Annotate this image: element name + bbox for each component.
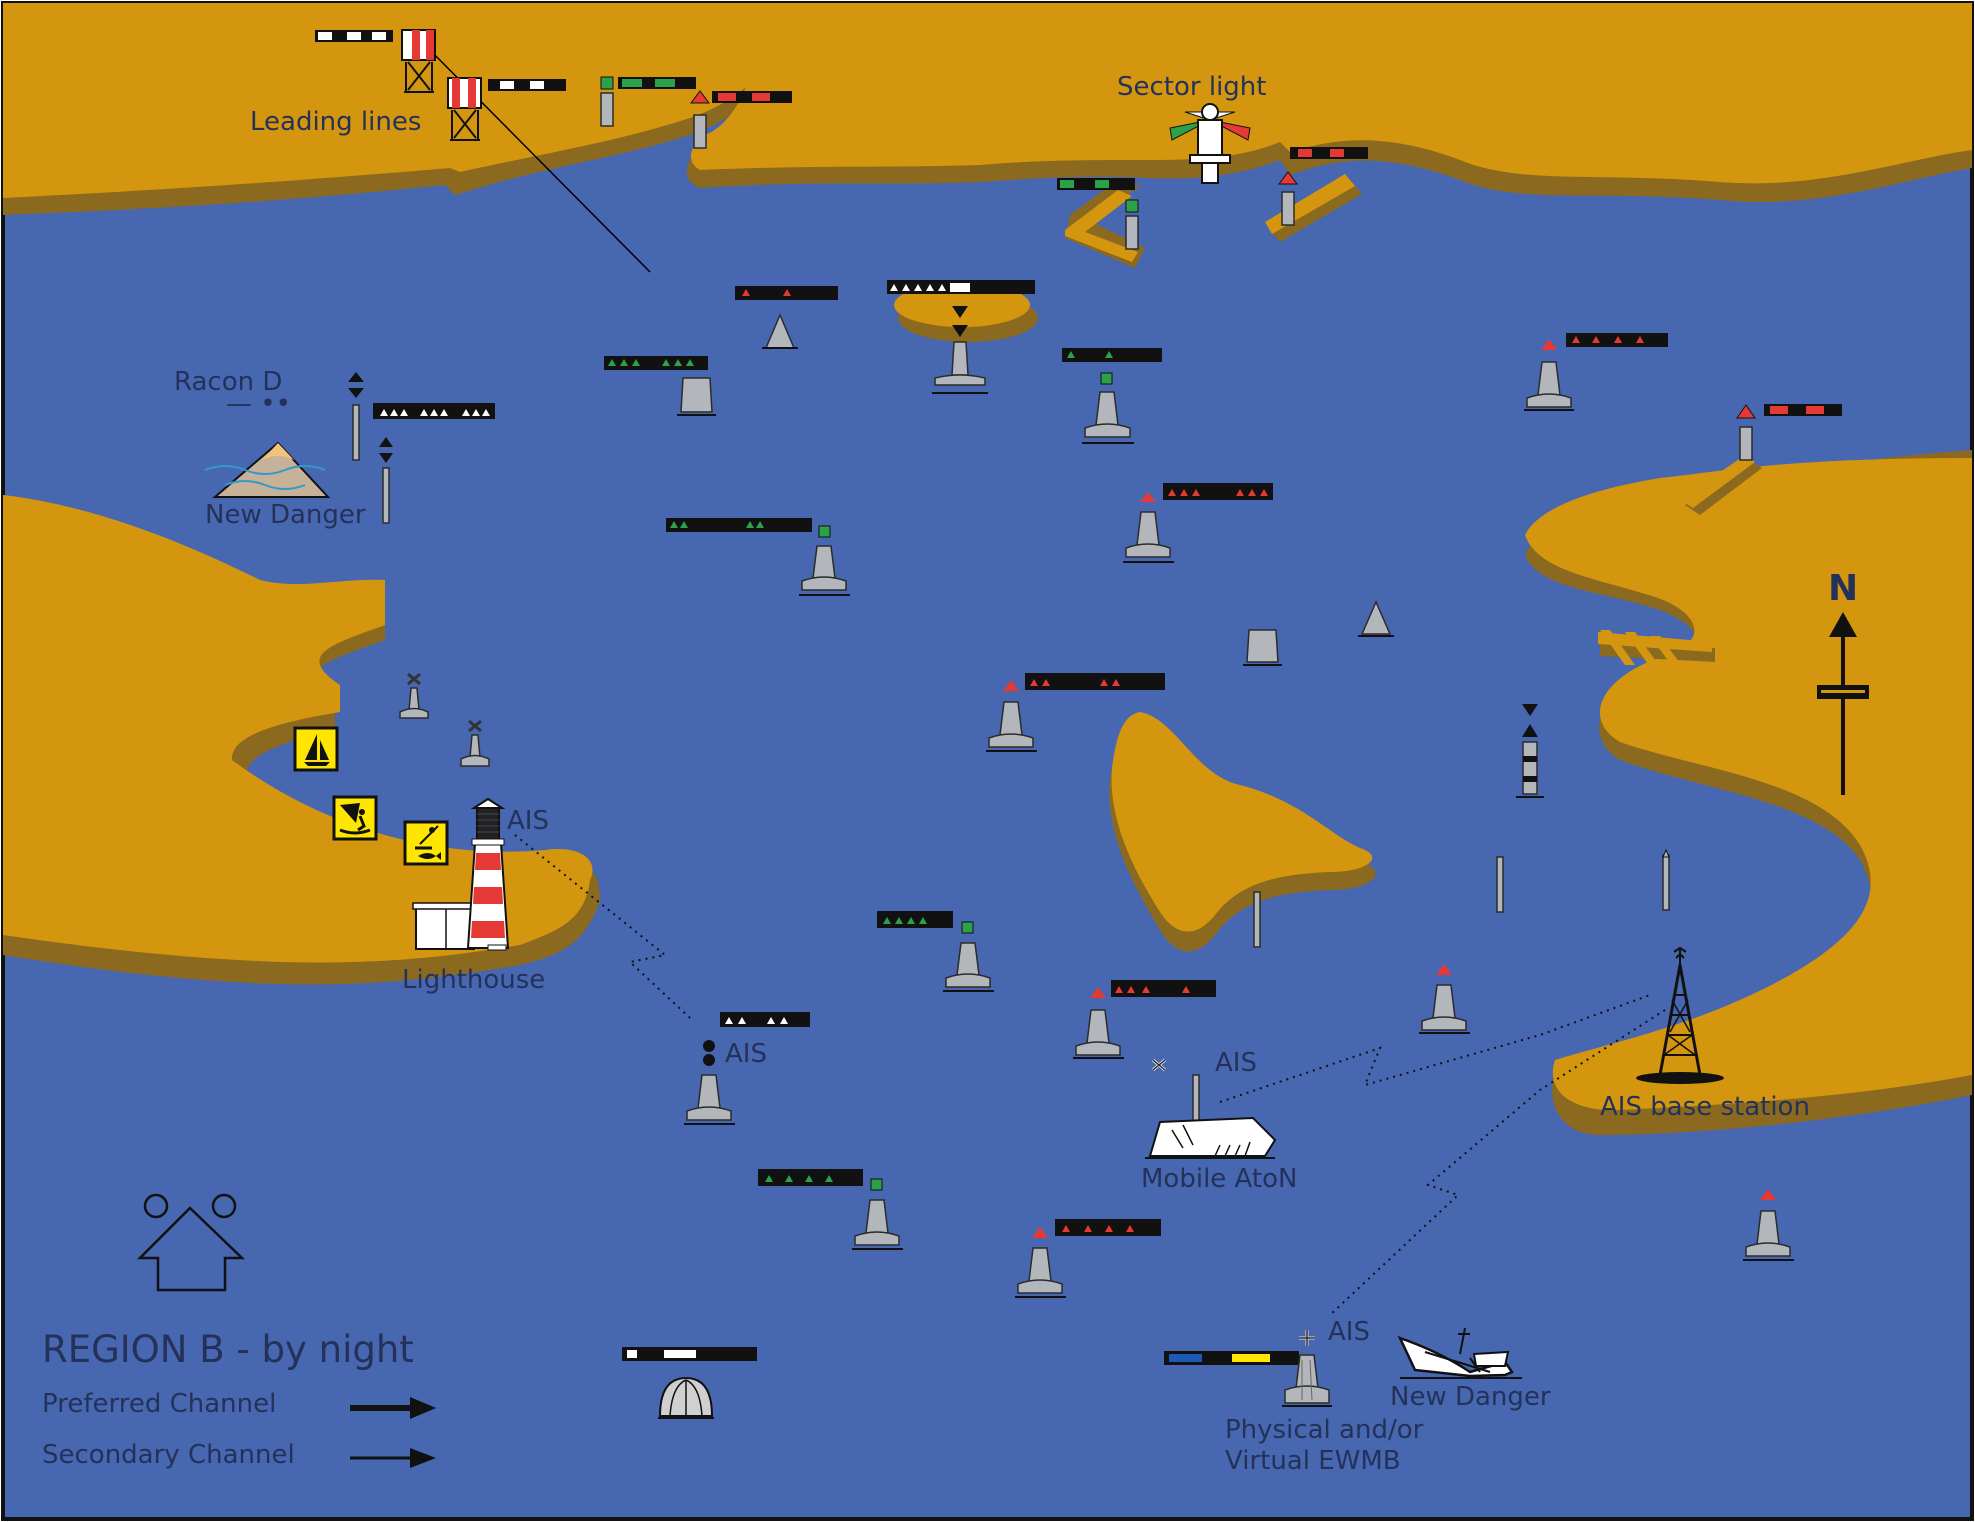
- sector-light-group: Sector light: [1117, 72, 1266, 184]
- harbour-lights: [600, 76, 1842, 461]
- lighthouse-group: AIS Lighthouse: [402, 797, 691, 1019]
- leading-lines-label: Leading lines: [250, 107, 421, 137]
- north-arrow-icon: N: [1817, 568, 1869, 795]
- ais-label-buoy: AIS: [725, 1039, 767, 1069]
- port-pillar-buoy-centre: [986, 673, 1165, 752]
- new-danger-label-top: New Danger: [205, 500, 366, 530]
- legend-preferred-label: Preferred Channel: [42, 1389, 276, 1419]
- new-danger-label-wreck: New Danger: [1390, 1382, 1551, 1412]
- land-right: [1525, 450, 1972, 1135]
- lighthouse-label: Lighthouse: [402, 965, 545, 995]
- isolated-danger-beacon: [1516, 704, 1544, 798]
- legend-title: REGION B - by night: [42, 1328, 414, 1371]
- house-arrow-icon: [136, 1193, 246, 1292]
- legend: REGION B - by night Preferred Channel Se…: [42, 1193, 436, 1470]
- ewmb-label-line1: Physical and/or: [1225, 1415, 1424, 1445]
- port-pillar-buoy-mid: [1123, 483, 1273, 563]
- mobile-aton-label: Mobile AtoN: [1141, 1164, 1297, 1194]
- preferred-channel-arrow-icon: [350, 1397, 436, 1419]
- south-cardinal-buoy: [887, 280, 1035, 394]
- mobile-aton-group: AIS Mobile AtoN: [1141, 994, 1651, 1194]
- ais-label-mobile: AIS: [1215, 1048, 1257, 1078]
- port-pillar-buoy-bottom-right: [1743, 1189, 1794, 1261]
- port-pillar-buoy-lower-right: [1419, 964, 1470, 1034]
- ais-base-station-group: AIS base station: [1329, 946, 1810, 1316]
- new-danger-wreck-mound-icon: [204, 441, 331, 498]
- wreck-icon: [1397, 1327, 1522, 1379]
- sector-light-icon: [1169, 103, 1251, 184]
- racon-new-danger-group: Racon D — •• New Danger: [174, 367, 495, 530]
- north-label: N: [1828, 568, 1858, 609]
- leading-line-daymark-icon: [401, 29, 482, 141]
- land-top-left: [3, 3, 790, 215]
- buoys: AIS: [399, 280, 1794, 1419]
- starboard-pillar-buoy-mid: [666, 518, 850, 596]
- leading-lines-group: Leading lines: [250, 29, 651, 273]
- land-central-island: [1109, 712, 1376, 952]
- fishing-sign-icon: [403, 820, 449, 866]
- sector-light-label: Sector light: [1117, 72, 1266, 102]
- land-top-right: [686, 3, 1972, 268]
- windsurf-sign-icon: [332, 795, 378, 841]
- light-character-bar: [315, 30, 566, 91]
- ais-dotted-link-ewmb: [1329, 1009, 1666, 1316]
- special-mark-sphere-icon: [622, 1347, 757, 1419]
- ewmb-group: AIS Physical and/or Virtual EWMB: [1164, 1317, 1424, 1476]
- ais-label-lighthouse: AIS: [507, 806, 549, 836]
- legend-secondary-label: Secondary Channel: [42, 1440, 295, 1470]
- port-pillar-buoy-lower: [1073, 980, 1216, 1059]
- ewmb-label-line2: Virtual EWMB: [1225, 1446, 1401, 1476]
- starboard-pillar-buoy-lower: [877, 911, 994, 992]
- starboard-pillar-buoy: [1062, 348, 1162, 444]
- red-light-post-right: [1736, 404, 1842, 461]
- wreck-group: New Danger: [1390, 1327, 1551, 1412]
- red-light-post: [690, 90, 792, 149]
- racon-morse: — ••: [226, 389, 291, 419]
- ais-dotted-link-mobile: [1219, 994, 1651, 1103]
- pier-fingers: [1598, 630, 1715, 670]
- port-pillar-buoy-bottom: [1015, 1219, 1161, 1298]
- land-masses: [3, 3, 1972, 1135]
- starboard-can-buoy: [604, 356, 716, 416]
- sailing-sign-icon: [293, 726, 339, 772]
- grey-can-buoy: [1243, 629, 1282, 666]
- green-light-post: [600, 76, 696, 127]
- grey-cone-buoy: [1358, 600, 1394, 637]
- spar-buoy: [1253, 848, 1670, 948]
- emergency-wreck-marker-spars: [348, 372, 495, 524]
- port-can-buoy: [735, 286, 838, 349]
- ewmb-buoy-icon: [1282, 1330, 1332, 1407]
- ais-base-label: AIS base station: [1600, 1092, 1810, 1122]
- secondary-channel-arrow-icon: [350, 1448, 436, 1468]
- racon-label: Racon D: [174, 367, 282, 397]
- ais-isolated-danger-buoy: AIS: [684, 1012, 810, 1125]
- green-light-post-harbour: [1057, 178, 1139, 250]
- special-mark-buoy: [399, 672, 490, 767]
- ais-label-ewmb: AIS: [1328, 1317, 1370, 1347]
- yellow-signs: [293, 726, 449, 866]
- port-pillar-buoy-right: [1524, 333, 1668, 411]
- lighthouse-icon: [412, 797, 510, 951]
- ais-base-station-tower-icon: [1636, 946, 1724, 1084]
- starboard-pillar-buoy-bottom: [758, 1169, 903, 1250]
- land-left: [3, 495, 600, 985]
- red-light-post-harbour: [1278, 147, 1368, 226]
- mobile-aton-barge-icon: [1145, 1058, 1277, 1159]
